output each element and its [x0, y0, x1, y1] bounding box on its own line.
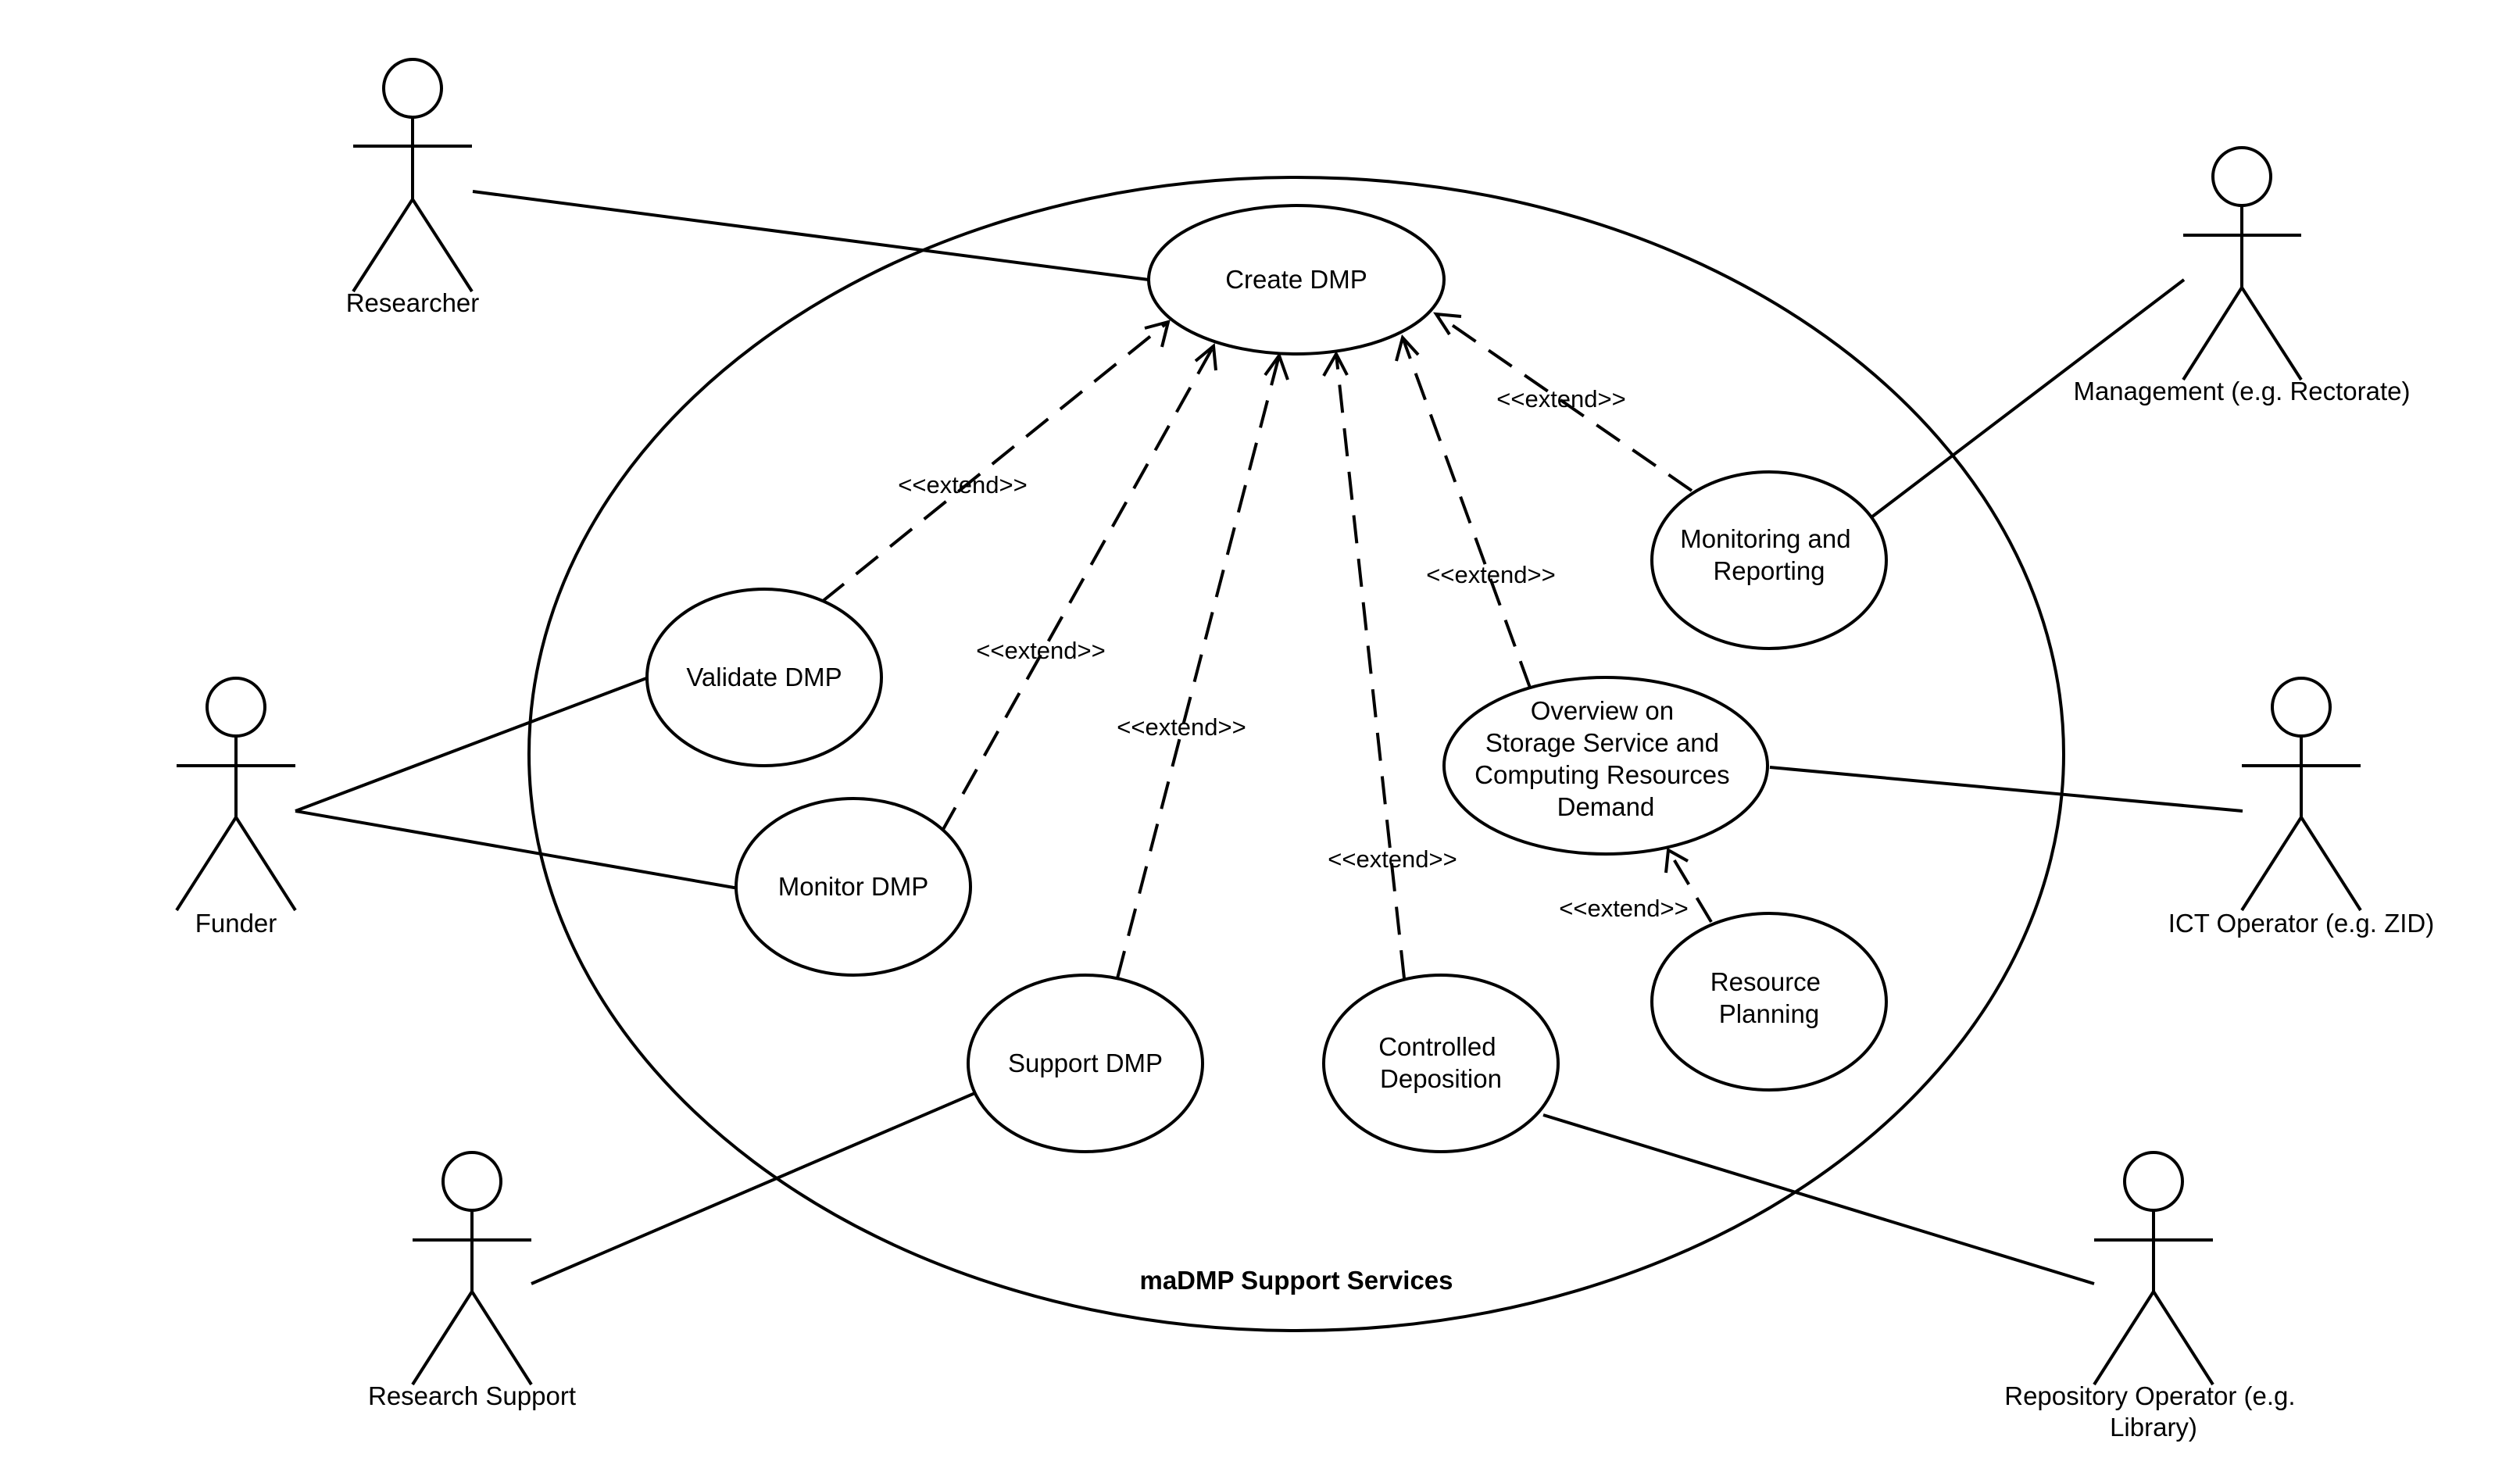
stick-figure-icon	[175, 677, 297, 912]
use-case-label: Planning	[1719, 999, 1819, 1028]
extend-relations	[820, 312, 1713, 979]
system-boundary	[527, 176, 2065, 1332]
extend-label: <<extend>>	[898, 471, 1028, 498]
assoc-researcher-create[interactable]	[472, 190, 1149, 281]
use-case-label: Storage Service and	[1485, 728, 1719, 757]
svg-text:Research Support: Research Support	[368, 1381, 576, 1410]
actor-repository-operator[interactable]: Repository Operator (e.g. Library)	[2004, 1151, 2303, 1442]
actor-research-support[interactable]: Research Support	[368, 1151, 576, 1410]
use-case-monitor-dmp[interactable]: Monitor DMP	[735, 797, 972, 977]
svg-text:Support DMP: Support DMP	[1008, 1049, 1163, 1077]
use-case-label: Deposition	[1380, 1064, 1502, 1093]
actor-label: Research Support	[368, 1381, 576, 1410]
actor-label: Library)	[2110, 1413, 2197, 1442]
assoc-management-reporting[interactable]	[1870, 278, 2186, 519]
use-case-label: Demand	[1557, 792, 1655, 821]
extend-deposition-arrowhead	[1322, 350, 1349, 377]
use-case-label: Monitoring and	[1680, 524, 1850, 553]
stick-figure-icon	[411, 1151, 533, 1386]
extend-monitor-arrowhead	[1194, 343, 1217, 371]
use-case-label: Validate DMP	[686, 663, 842, 691]
use-case-label: Controlled	[1378, 1032, 1496, 1061]
svg-text:Validate DMP: Validate DMP	[686, 663, 842, 691]
svg-text:Management (e.g. Rectorate): Management (e.g. Rectorate)	[2073, 377, 2410, 406]
use-case-label: Resource	[1710, 967, 1821, 996]
actor-researcher[interactable]: Researcher	[346, 58, 480, 317]
extend-support-line[interactable]	[1116, 355, 1281, 979]
extend-label: <<extend>>	[1117, 713, 1246, 741]
stick-figure-icon	[352, 58, 474, 293]
extend-planning-arrowhead	[1664, 847, 1689, 874]
use-case-label: Reporting	[1713, 556, 1825, 585]
svg-text:Researcher: Researcher	[346, 288, 480, 317]
extend-planning-line[interactable]	[1667, 849, 1713, 924]
svg-text:ICT Operator (e.g. ZID): ICT Operator (e.g. ZID)	[2168, 909, 2434, 938]
stick-figure-icon	[2240, 677, 2362, 912]
extend-overview-arrowhead	[1395, 334, 1420, 362]
use-case-validate-dmp[interactable]: Validate DMP	[645, 588, 883, 767]
use-case-label: Support DMP	[1008, 1049, 1163, 1077]
svg-text:Monitor DMP: Monitor DMP	[778, 872, 929, 901]
extend-deposition-line[interactable]	[1335, 353, 1406, 979]
assoc-research-support-support[interactable]	[531, 1091, 978, 1285]
svg-text:Create DMP: Create DMP	[1225, 265, 1367, 294]
associations	[295, 190, 2243, 1285]
extend-support-arrowhead	[1264, 352, 1289, 381]
assoc-funder-monitor[interactable]	[295, 809, 739, 890]
actor-management[interactable]: Management (e.g. Rectorate)	[2073, 146, 2411, 406]
system-title: maDMP Support Services	[1139, 1266, 1453, 1295]
use-case-monitoring-reporting[interactable]: Monitoring and Reporting	[1650, 470, 1888, 650]
stick-figure-icon	[2093, 1151, 2214, 1386]
svg-text:Funder: Funder	[195, 909, 277, 938]
extend-labels: <<extend>> <<extend>> <<extend>> <<exten…	[898, 385, 1689, 922]
assoc-ict-overview[interactable]	[1769, 766, 2243, 813]
extend-label: <<extend>>	[1496, 385, 1626, 413]
extend-label: <<extend>>	[1559, 895, 1689, 922]
svg-text:Monitoring and Reporting: Monitoring and Reporting	[1680, 524, 1857, 585]
extend-reporting-arrowhead	[1433, 312, 1462, 336]
svg-text:Resource Planning: Resource Planning	[1710, 967, 1828, 1028]
extend-validate-arrowhead	[1144, 320, 1171, 348]
svg-text:Repository Operator (e.g.: Repository Operator (e.g. Library)	[2004, 1381, 2303, 1442]
actor-label: Researcher	[346, 288, 480, 317]
actor-label: Management (e.g. Rectorate)	[2073, 377, 2410, 406]
use-case-label: Overview on	[1531, 696, 1674, 725]
actor-ict-operator[interactable]: ICT Operator (e.g. ZID)	[2168, 677, 2434, 938]
use-case-label: Computing Resources	[1474, 760, 1730, 789]
extend-label: <<extend>>	[1328, 845, 1457, 873]
use-case-label: Monitor DMP	[778, 872, 929, 901]
use-case-resource-planning[interactable]: Resource Planning	[1650, 912, 1888, 1092]
actor-funder[interactable]: Funder	[175, 677, 297, 938]
assoc-repository-deposition[interactable]	[1542, 1113, 2095, 1285]
actor-label: ICT Operator (e.g. ZID)	[2168, 909, 2434, 938]
use-case-label: Create DMP	[1225, 265, 1367, 294]
extend-overview-line[interactable]	[1401, 337, 1532, 688]
use-case-controlled-deposition[interactable]: Controlled Deposition	[1322, 974, 1560, 1153]
extend-monitor-line[interactable]	[940, 345, 1215, 833]
use-case-create-dmp[interactable]: Create DMP	[1147, 204, 1446, 356]
svg-text:Controlled Deposition: Controlled Deposition	[1378, 1032, 1503, 1093]
svg-text:Overview on Storage Serv: Overview on Storage Service and Computin…	[1474, 696, 1737, 821]
extend-label: <<extend>>	[1426, 561, 1556, 588]
stick-figure-icon	[2182, 146, 2303, 381]
assoc-funder-validate[interactable]	[295, 676, 649, 813]
use-case-support-dmp[interactable]: Support DMP	[967, 974, 1204, 1153]
use-case-overview-storage-computing[interactable]: Overview on Storage Service and Computin…	[1442, 676, 1769, 856]
actor-label: Repository Operator (e.g.	[2004, 1381, 2295, 1410]
extend-validate-line[interactable]	[820, 320, 1170, 603]
extend-label: <<extend>>	[976, 637, 1106, 664]
actor-label: Funder	[195, 909, 277, 938]
extend-reporting-line[interactable]	[1435, 313, 1693, 492]
